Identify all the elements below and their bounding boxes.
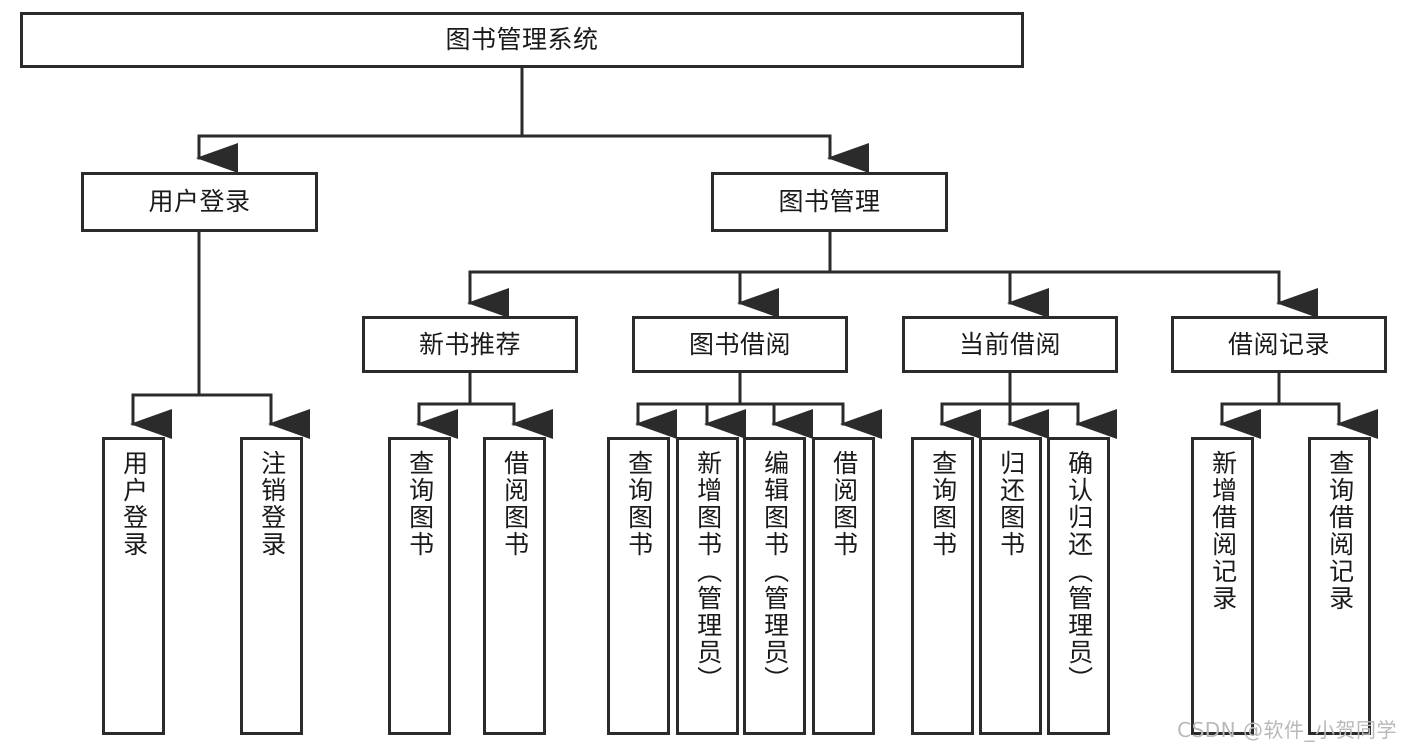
node-root-label: 图书管理系统 [445, 25, 599, 55]
node-leaf-confirm-return-label: 确认归还（管理员） [1064, 450, 1094, 693]
node-leaf-logout-label: 注销登录 [257, 450, 287, 558]
node-leaf-return-book[interactable]: 归还图书 [979, 437, 1042, 735]
node-leaf-borrow-book-1[interactable]: 借阅图书 [483, 437, 546, 735]
node-leaf-confirm-return[interactable]: 确认归还（管理员） [1047, 437, 1110, 735]
node-leaf-borrow-book-2-label: 借阅图书 [829, 450, 859, 558]
node-book-manage[interactable]: 图书管理 [711, 172, 948, 232]
node-leaf-user-login[interactable]: 用户登录 [102, 437, 165, 735]
node-leaf-user-login-label: 用户登录 [119, 450, 149, 558]
node-book-manage-label: 图书管理 [778, 187, 881, 217]
node-borrow-record[interactable]: 借阅记录 [1171, 316, 1387, 373]
node-leaf-add-book-label: 新增图书（管理员） [693, 450, 723, 693]
node-new-book-rec-label: 新书推荐 [418, 329, 521, 359]
node-leaf-return-book-label: 归还图书 [996, 450, 1026, 558]
node-root[interactable]: 图书管理系统 [20, 12, 1024, 68]
node-leaf-add-record-label: 新增借阅记录 [1208, 450, 1238, 612]
node-leaf-query-book-2-label: 查询图书 [624, 450, 654, 558]
node-leaf-edit-book[interactable]: 编辑图书（管理员） [743, 437, 806, 735]
node-borrow-record-label: 借阅记录 [1227, 329, 1330, 359]
node-leaf-borrow-book-1-label: 借阅图书 [500, 450, 530, 558]
node-leaf-edit-book-label: 编辑图书（管理员） [760, 450, 790, 693]
node-leaf-add-book[interactable]: 新增图书（管理员） [676, 437, 739, 735]
node-leaf-query-record-label: 查询借阅记录 [1325, 450, 1355, 612]
node-user-login-label: 用户登录 [148, 187, 251, 217]
node-leaf-query-book-1-label: 查询图书 [405, 450, 435, 558]
node-leaf-borrow-book-2[interactable]: 借阅图书 [812, 437, 875, 735]
node-book-borrow[interactable]: 图书借阅 [632, 316, 848, 373]
node-leaf-query-book-1[interactable]: 查询图书 [388, 437, 451, 735]
node-current-borrow-label: 当前借阅 [958, 329, 1061, 359]
node-leaf-query-record[interactable]: 查询借阅记录 [1308, 437, 1371, 735]
node-leaf-logout[interactable]: 注销登录 [240, 437, 303, 735]
node-leaf-query-book-3-label: 查询图书 [928, 450, 958, 558]
node-book-borrow-label: 图书借阅 [688, 329, 791, 359]
node-leaf-query-book-2[interactable]: 查询图书 [607, 437, 670, 735]
node-new-book-rec[interactable]: 新书推荐 [362, 316, 578, 373]
node-user-login[interactable]: 用户登录 [81, 172, 318, 232]
node-leaf-add-record[interactable]: 新增借阅记录 [1191, 437, 1254, 735]
node-leaf-query-book-3[interactable]: 查询图书 [911, 437, 974, 735]
node-current-borrow[interactable]: 当前借阅 [902, 316, 1118, 373]
csdn-watermark: CSDN @软件_小贺同学 [1177, 718, 1397, 742]
